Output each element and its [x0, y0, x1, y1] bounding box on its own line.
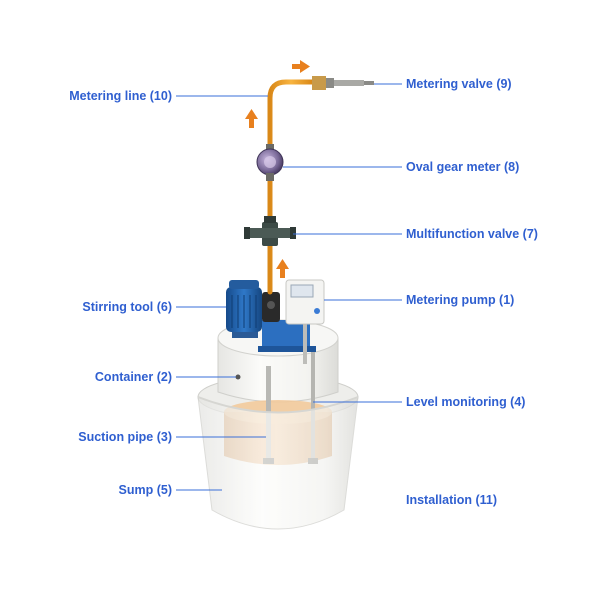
flow-arrow-up-icon: [245, 109, 258, 128]
oval-gear-meter: [256, 144, 284, 181]
pump-head-bolt: [267, 301, 275, 309]
pump-button: [314, 308, 320, 314]
label-sump: Sump (5): [118, 483, 172, 497]
stirrer-mount: [232, 330, 258, 338]
metering-valve: [312, 76, 374, 90]
pump-base-foot: [258, 346, 316, 352]
pump-display: [290, 284, 314, 298]
label-installation: Installation (11): [406, 493, 497, 507]
label-multifunction-valve: Multifunction valve (7): [406, 227, 538, 241]
label-container: Container (2): [94, 370, 172, 384]
pump-base: [262, 320, 310, 350]
label-level-monitoring: Level monitoring (4): [406, 395, 526, 409]
label-metering-line: Metering line (10): [69, 89, 172, 103]
label-metering-valve: Metering valve (9): [406, 77, 512, 91]
flow-arrow-up-icon: [276, 259, 289, 278]
level-rod: [311, 346, 315, 462]
stirrer-motor-fins: [231, 295, 257, 328]
label-stirring-tool: Stirring tool (6): [82, 300, 172, 314]
label-metering-pump: Metering pump (1): [406, 293, 515, 307]
flow-arrow-right-icon: [292, 60, 310, 73]
multifunction-valve: [244, 216, 296, 246]
label-oval-gear-meter: Oval gear meter (8): [406, 160, 520, 174]
label-suction-pipe: Suction pipe (3): [78, 430, 172, 444]
sump-body: [197, 396, 359, 530]
pump-feed-pipe: [303, 324, 307, 364]
stirrer-motor-cap: [229, 280, 259, 289]
sump-front-rim: [197, 396, 359, 414]
metering-line: [267, 79, 315, 295]
container-fill-port: [235, 374, 241, 380]
